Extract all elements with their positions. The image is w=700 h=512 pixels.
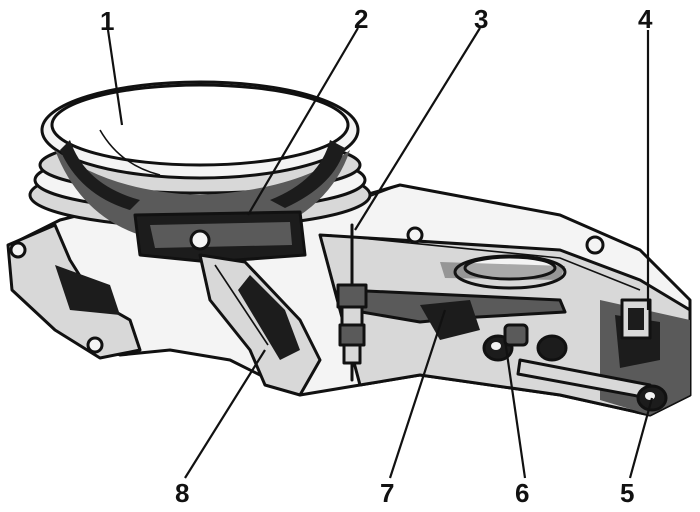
leader-7 (388, 309, 447, 479)
callout-6: 6 (515, 478, 529, 508)
callout-3: 3 (474, 4, 488, 34)
callout-7: 7 (380, 478, 394, 508)
leader-2 (247, 27, 359, 216)
leader-8 (184, 349, 266, 479)
callout-2: 2 (354, 4, 368, 34)
callout-1: 1 (100, 6, 114, 36)
callout-labels: 1 2 3 4 5 6 7 8 (100, 4, 653, 508)
fitting-block (406, 226, 652, 340)
leader-3 (354, 27, 481, 231)
pivot-pin (482, 323, 568, 362)
venturi-throat (133, 210, 307, 264)
leader-1 (106, 29, 124, 126)
callout-5: 5 (620, 478, 634, 508)
leader-5 (628, 397, 654, 479)
mounting-flange (6, 223, 142, 360)
leader-6 (503, 339, 527, 479)
needle-valve (336, 223, 368, 382)
air-horn (28, 80, 372, 235)
adjusting-rod (516, 358, 668, 412)
leader-lines (106, 27, 654, 479)
emulsion-channel (198, 253, 322, 397)
callout-8: 8 (175, 478, 189, 508)
callout-4: 4 (638, 4, 653, 34)
float (440, 254, 567, 290)
